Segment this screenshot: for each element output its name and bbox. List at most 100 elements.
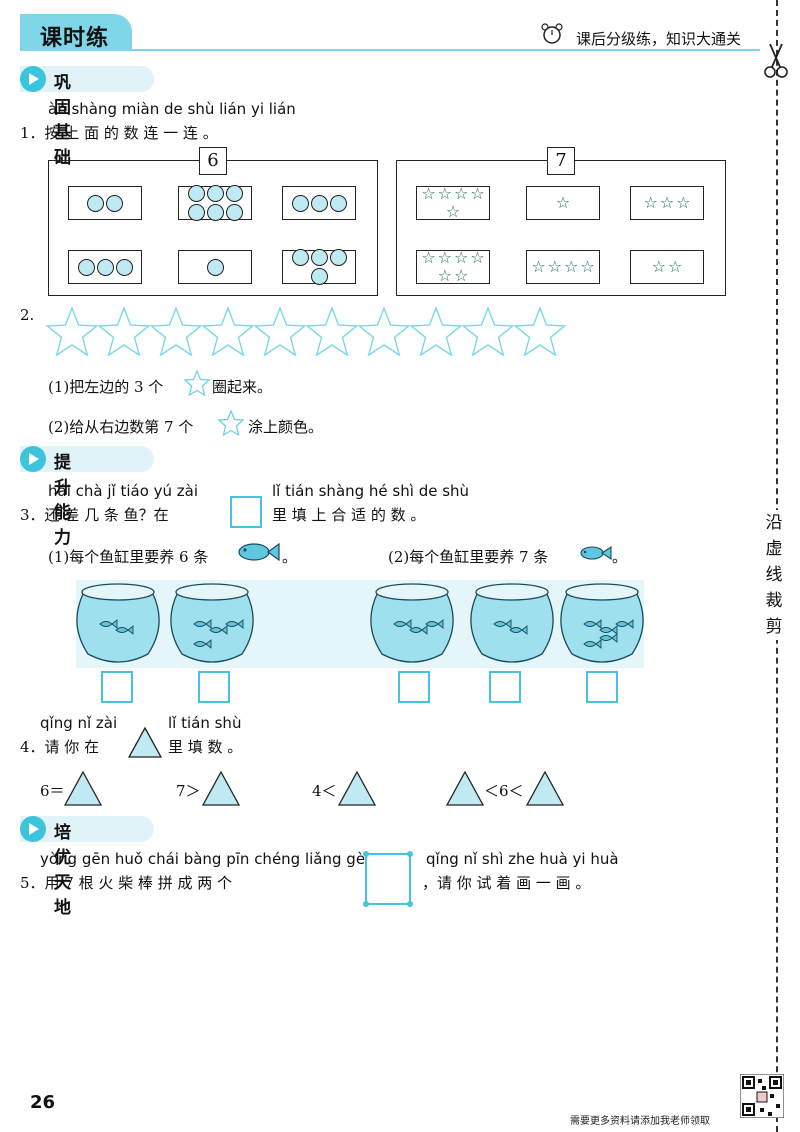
star-card[interactable]: ☆ bbox=[526, 186, 600, 220]
star-card[interactable]: ☆☆ bbox=[630, 250, 704, 284]
alarm-clock-icon bbox=[541, 23, 563, 44]
play-icon bbox=[20, 446, 46, 472]
fish-icon bbox=[193, 639, 212, 649]
circle-card[interactable] bbox=[178, 250, 252, 284]
header-tab bbox=[20, 14, 132, 50]
star-outline-icon bbox=[218, 410, 244, 436]
triangle-answer-5[interactable] bbox=[526, 770, 564, 806]
star-outline-icon[interactable] bbox=[253, 306, 307, 357]
star-icon: ☆ bbox=[437, 266, 452, 285]
star-icon: ☆ bbox=[555, 193, 571, 212]
star-icon: ☆ bbox=[643, 193, 658, 212]
answer-box-bowl-5[interactable] bbox=[586, 671, 618, 703]
q1-label-six: 6 bbox=[199, 147, 227, 175]
page-number: 26 bbox=[30, 1092, 56, 1113]
star-icon: ☆ bbox=[580, 257, 595, 276]
star-icon: ☆ bbox=[454, 248, 469, 267]
fishbowl bbox=[170, 583, 254, 663]
q2-sub1-a: (1)把左边的 3 个 bbox=[48, 378, 164, 396]
answer-box-bowl-1[interactable] bbox=[101, 671, 133, 703]
star-outline-icon[interactable] bbox=[513, 306, 567, 357]
q5-pinyin-a: yòng gēn huǒ chái bàng pīn chéng liǎng g… bbox=[40, 850, 366, 868]
fishbowl bbox=[470, 583, 554, 663]
q4-expr-3: 4＜ bbox=[312, 782, 337, 800]
page-title: 课时练 bbox=[40, 26, 110, 51]
triangle-answer-4[interactable] bbox=[446, 770, 484, 806]
fish-icon bbox=[393, 619, 412, 629]
star-icon: ☆ bbox=[651, 257, 666, 276]
circle-icon bbox=[187, 204, 205, 221]
star-icon: ☆ bbox=[564, 257, 579, 276]
circle-icon bbox=[329, 194, 347, 212]
q4-text-b: 里 填 数 。 bbox=[168, 738, 243, 756]
star-outline-icon[interactable] bbox=[305, 306, 359, 357]
triangle-answer-2[interactable] bbox=[202, 770, 240, 806]
star-icon: ☆ bbox=[421, 248, 436, 267]
fish-icon bbox=[238, 542, 280, 562]
circle-icon bbox=[310, 268, 328, 285]
star-icon: ☆ bbox=[454, 266, 469, 285]
circle-icon bbox=[96, 258, 114, 276]
q1-text: 1．按 上 面 的 数 连 一 连 。 bbox=[20, 124, 218, 142]
fishbowl bbox=[76, 583, 160, 663]
q5-text-b: ，请 你 试 着 画 一 画 。 bbox=[422, 874, 591, 892]
cut-instruction: 沿虚线裁剪 bbox=[762, 510, 786, 640]
circle-card[interactable] bbox=[282, 249, 356, 285]
circle-icon bbox=[291, 249, 309, 266]
star-card[interactable]: ☆☆☆☆ bbox=[526, 250, 600, 284]
fishbowl bbox=[560, 583, 644, 663]
star-card[interactable]: ☆☆☆ bbox=[630, 186, 704, 220]
q3-sub1-a: (1)每个鱼缸里要养 6 条 bbox=[48, 548, 209, 566]
star-icon: ☆ bbox=[659, 193, 675, 212]
star-card[interactable]: ☆☆☆☆☆ bbox=[416, 186, 490, 220]
star-icon: ☆ bbox=[470, 184, 485, 203]
circle-icon bbox=[77, 258, 95, 276]
star-outline-icon[interactable] bbox=[201, 306, 255, 357]
q4-pinyin-a: qǐng nǐ zài bbox=[40, 714, 118, 732]
answer-box-bowl-2[interactable] bbox=[198, 671, 230, 703]
star-outline-icon[interactable] bbox=[409, 306, 463, 357]
q1-pinyin: àn shàng miàn de shù lián yi lián bbox=[48, 100, 296, 118]
q2-stars-row bbox=[45, 306, 567, 357]
circle-card[interactable] bbox=[282, 186, 356, 220]
circle-icon bbox=[291, 194, 309, 212]
q3-sub2-a: (2)每个鱼缸里要养 7 条 bbox=[388, 548, 549, 566]
fishbowl bbox=[370, 583, 454, 663]
star-outline-icon[interactable] bbox=[461, 306, 515, 357]
answer-box-bowl-3[interactable] bbox=[398, 671, 430, 703]
scissors-icon bbox=[764, 43, 788, 78]
circle-icon bbox=[206, 258, 224, 276]
q4-expr-1: 6＝ bbox=[40, 782, 65, 800]
q3-pinyin-b: lǐ tián shàng hé shì de shù bbox=[272, 482, 470, 500]
circle-card[interactable] bbox=[68, 186, 142, 220]
star-outline-icon[interactable] bbox=[149, 306, 203, 357]
star-outline-icon[interactable] bbox=[357, 306, 411, 357]
header-slogan: 课后分级练，知识大通关 bbox=[576, 30, 742, 48]
star-icon: ☆ bbox=[676, 193, 691, 212]
circle-icon bbox=[115, 258, 133, 276]
circle-icon bbox=[225, 204, 243, 221]
circle-card[interactable] bbox=[178, 185, 252, 221]
circle-icon bbox=[87, 194, 104, 212]
q2-number: 2. bbox=[20, 306, 35, 324]
q5-pinyin-b: qǐng nǐ shì zhe huà yi huà bbox=[426, 850, 619, 868]
answer-box-bowl-4[interactable] bbox=[489, 671, 521, 703]
fish-icon bbox=[509, 625, 528, 635]
star-outline-icon[interactable] bbox=[97, 306, 151, 357]
star-icon: ☆ bbox=[547, 257, 562, 276]
fish-icon bbox=[193, 619, 212, 629]
star-outline-icon[interactable] bbox=[45, 306, 99, 357]
fish-icon bbox=[225, 619, 244, 629]
triangle-answer-1[interactable] bbox=[64, 770, 102, 806]
play-icon bbox=[20, 66, 46, 92]
triangle-answer-3[interactable] bbox=[338, 770, 376, 806]
fish-icon bbox=[583, 619, 602, 629]
q3-sub1-b: 。 bbox=[282, 548, 298, 566]
star-icon: ☆ bbox=[421, 184, 436, 203]
fish-icon bbox=[583, 639, 602, 649]
header-rule bbox=[20, 49, 760, 51]
star-card[interactable]: ☆☆☆☆☆☆ bbox=[416, 250, 490, 284]
circle-card[interactable] bbox=[68, 250, 142, 284]
q1-label-seven: 7 bbox=[547, 147, 575, 175]
fish-icon bbox=[115, 625, 134, 635]
